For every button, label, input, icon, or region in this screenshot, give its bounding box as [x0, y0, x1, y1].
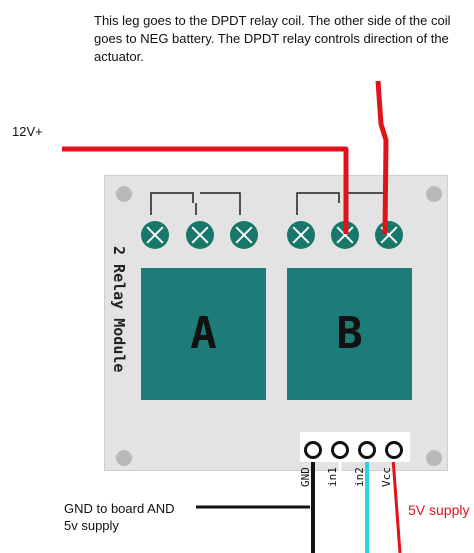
wire-12v — [62, 146, 349, 234]
label-12v: 12V+ — [12, 124, 43, 139]
mounting-hole-top-right — [426, 186, 442, 202]
mounting-hole-bottom-right — [426, 450, 442, 466]
terminal-b-3 — [375, 221, 403, 249]
mounting-hole-top-left — [116, 186, 132, 202]
pin-in1[interactable] — [331, 441, 349, 459]
pin-vcc[interactable] — [385, 441, 403, 459]
wire-coil-leg — [375, 80, 389, 235]
relay-a: A — [141, 268, 266, 400]
terminal-a-1 — [141, 221, 169, 249]
terminal-a-3 — [230, 221, 258, 249]
pin-label-vcc: Vcc — [380, 467, 393, 487]
wire-5v — [391, 457, 402, 553]
pin-label-gnd: GND — [299, 467, 312, 487]
pin-label-in2: in2 — [353, 467, 366, 487]
relay-b-label: B — [336, 308, 363, 359]
label-5v-supply: 5V supply — [408, 502, 470, 518]
relay-a-label: A — [190, 308, 217, 359]
pin-gnd[interactable] — [304, 441, 322, 459]
label-gnd-supply: GND to board AND 5v supply — [64, 501, 175, 533]
pin-label-in1: in1 — [326, 467, 339, 487]
relay-b: B — [287, 268, 412, 400]
pin-in2[interactable] — [358, 441, 376, 459]
mounting-hole-bottom-left — [116, 450, 132, 466]
terminal-b-1 — [287, 221, 315, 249]
annotation-text: This leg goes to the DPDT relay coil. Th… — [94, 13, 451, 64]
terminal-a-2 — [186, 221, 214, 249]
